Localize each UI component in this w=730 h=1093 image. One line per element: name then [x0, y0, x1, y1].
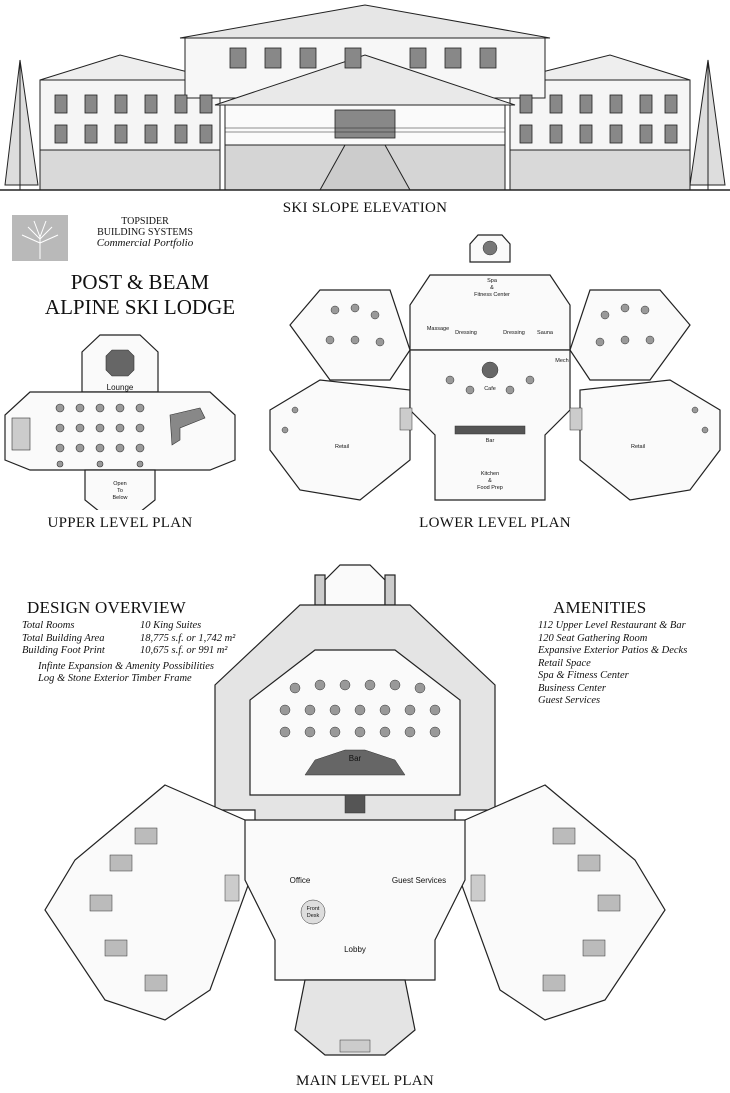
label-dressing-2: Dressing: [503, 330, 525, 336]
overview-label: Total Building Area: [22, 632, 105, 644]
amenity-item: Business Center: [538, 682, 606, 694]
label-open: Open: [113, 481, 126, 487]
amenity-item: Spa & Fitness Center: [538, 670, 629, 681]
upper-level-labels: Lounge Open To Below: [107, 383, 134, 501]
label-retail-left: Retail: [335, 444, 349, 450]
label-mech: Mech: [555, 358, 568, 364]
label-guest-services: Guest Services: [392, 876, 446, 885]
label-fitness-center: Fitness Center: [474, 292, 510, 298]
overview-note: Infinte Expansion & Amenity Possibilitie…: [38, 660, 214, 672]
tree-right-icon: [689, 59, 726, 190]
label-office: Office: [290, 876, 311, 885]
design-overview-heading: DESIGN OVERVIEW: [27, 598, 186, 617]
brand-line-2: BUILDING SYSTEMS: [97, 227, 193, 238]
label-main-bar: Bar: [349, 754, 362, 763]
main-level-labels: Bar Office Guest Services Front Desk Lob…: [290, 754, 447, 954]
amenity-item: 120 Seat Gathering Room: [538, 632, 648, 644]
overview-row: Total Building Area 18,775 s.f. or 1,742…: [22, 633, 252, 646]
overview-value: 10,675 s.f. or 991 m²: [140, 645, 228, 656]
elevation-caption: SKI SLOPE ELEVATION: [282, 200, 448, 216]
lower-level-labels: Spa & Fitness Center Massage Dressing Dr…: [335, 278, 645, 491]
label-below: Below: [113, 495, 128, 501]
label-dressing-1: Dressing: [455, 330, 477, 336]
main-level-plan-drawing: [44, 564, 666, 1056]
amenity-item: Expansive Exterior Patios & Decks: [538, 645, 688, 656]
label-lounge: Lounge: [107, 383, 134, 392]
label-cafe: Cafe: [484, 386, 496, 392]
amenities-heading: AMENITIES: [553, 598, 647, 617]
project-title-line-1: POST & BEAM: [70, 270, 210, 294]
amenity-item: Retail Space: [538, 657, 591, 669]
overview-label: Total Rooms: [22, 620, 75, 631]
ski-slope-elevation-drawing: [0, 4, 730, 191]
overview-value: 10 King Suites: [140, 620, 202, 631]
label-desk: Desk: [307, 913, 320, 919]
amenity-item: Guest Services: [538, 695, 601, 706]
upper-level-plan-drawing: [4, 334, 236, 510]
label-front: Front: [307, 906, 320, 912]
tree-left-icon: [4, 59, 39, 190]
overview-note: Log & Stone Exterior Timber Frame: [38, 673, 192, 684]
label-spa: Spa: [487, 278, 498, 284]
label-to: To: [117, 488, 123, 494]
label-kitchen: Kitchen: [481, 471, 499, 477]
lower-level-plan-drawing: [269, 234, 721, 501]
overview-label: Building Foot Print: [22, 645, 105, 656]
label-massage: Massage: [427, 326, 449, 332]
label-food-prep: Food Prep: [477, 485, 503, 491]
project-title-line-2: ALPINE SKI LODGE: [44, 295, 236, 319]
brand-line-3: Commercial Portfolio: [96, 237, 194, 249]
label-retail-right: Retail: [631, 444, 645, 450]
brand-line-1: TOPSIDER: [121, 216, 169, 227]
label-kitchen-amp: &: [488, 478, 492, 484]
overview-row: Building Foot Print 10,675 s.f. or 991 m…: [22, 645, 252, 658]
main-level-caption: MAIN LEVEL PLAN: [295, 1073, 435, 1089]
label-lower-bar: Bar: [486, 438, 495, 444]
label-spa-amp: &: [490, 285, 494, 291]
label-lobby: Lobby: [344, 945, 366, 954]
lower-level-caption: LOWER LEVEL PLAN: [419, 515, 571, 531]
overview-value: 18,775 s.f. or 1,742 m²: [140, 632, 236, 644]
upper-level-caption: UPPER LEVEL PLAN: [47, 515, 193, 531]
amenity-item: 112 Upper Level Restaurant & Bar: [538, 620, 686, 631]
overview-row: Total Rooms 10 King Suites: [22, 620, 252, 633]
label-sauna: Sauna: [537, 330, 554, 336]
topsider-logo-icon: [12, 215, 68, 261]
